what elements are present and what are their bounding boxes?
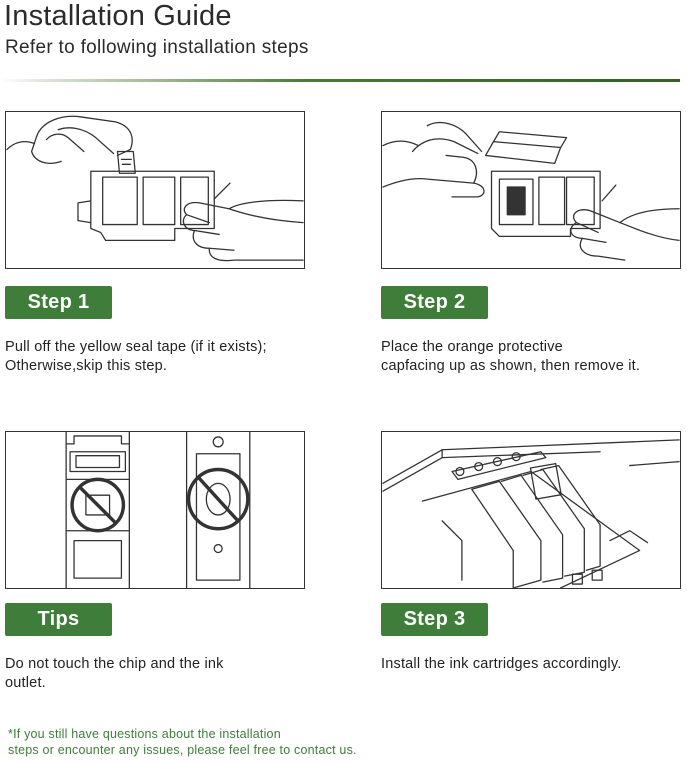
step-2-description: Place the orange protective capfacing up…	[381, 338, 687, 376]
step-3-description-line-1: Install the ink cartridges accordingly.	[381, 656, 622, 672]
tips-illustration	[5, 431, 305, 589]
step-3-description: Install the ink cartridges accordingly.	[381, 655, 687, 674]
tips-description-line-2: outlet.	[5, 675, 46, 691]
footer-note-line-2: steps or encounter any issues, please fe…	[8, 743, 357, 757]
step-2-description-line-1: Place the orange protective	[381, 339, 563, 355]
footer-note-line-1: *If you still have questions about the i…	[8, 727, 281, 741]
step-1-description-line-1: Pull off the yellow seal tape (if it exi…	[5, 339, 267, 355]
header-divider	[0, 79, 680, 82]
footer-note: *If you still have questions about the i…	[8, 726, 357, 758]
step-2-badge: Step 2	[381, 286, 488, 319]
step-1-badge: Step 1	[5, 286, 112, 319]
step-2-description-line-2: capfacing up as shown, then remove it.	[381, 358, 641, 374]
tips-description-line-1: Do not touch the chip and the ink	[5, 656, 224, 672]
step-1-description: Pull off the yellow seal tape (if it exi…	[5, 338, 345, 376]
tips-badge: Tips	[5, 603, 112, 636]
step-1-description-line-2: Otherwise,skip this step.	[5, 358, 168, 374]
step-2-illustration	[381, 111, 681, 269]
step-1-illustration	[5, 111, 305, 269]
step-3-illustration	[381, 431, 681, 589]
step-3-badge: Step 3	[381, 603, 488, 636]
page-title: Installation Guide	[4, 0, 232, 32]
page-subtitle: Refer to following installation steps	[5, 37, 309, 58]
tips-description: Do not touch the chip and the ink outlet…	[5, 655, 345, 693]
